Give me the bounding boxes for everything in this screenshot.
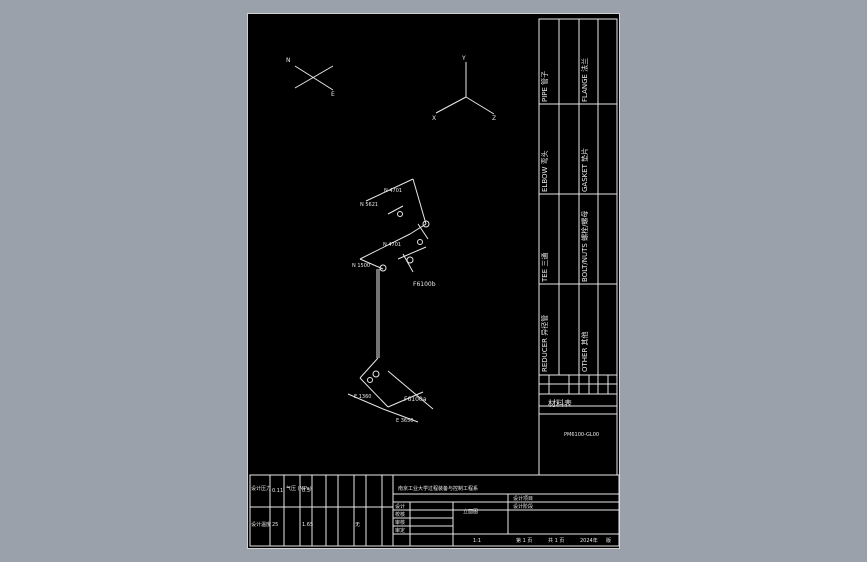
material-col: OTHER 其他 <box>580 331 589 372</box>
axis-label-n: N <box>286 57 291 64</box>
axis-x <box>435 96 467 114</box>
org-name: 南京工业大学过程装备与控制工程系 <box>398 485 478 492</box>
dim-label: E 1360 <box>354 394 371 400</box>
tb-version: 版 <box>606 537 611 544</box>
material-col: ELBOW 弯头 <box>540 150 549 192</box>
material-col: REDUCER 异径管 <box>540 315 549 372</box>
material-table-title: 材料表 <box>548 398 572 408</box>
drawing-sheet: N E Y X Z F6100b F6100a N 5621 N 4701 N … <box>247 13 620 549</box>
drawing-name: 立面图 <box>463 508 478 515</box>
pipe-tag: F6100b <box>413 281 436 288</box>
material-col: BOLT/NUTS 螺栓/螺母 <box>580 211 589 282</box>
tb-total: 共 1 页 <box>548 537 564 544</box>
pipe-tag: F6100a <box>404 396 427 403</box>
tb-year: 2024年 <box>580 537 598 544</box>
tb-value: 无 <box>355 522 360 528</box>
tb-value: 1.65 <box>302 522 313 528</box>
tb-value: 25 <box>272 522 278 528</box>
axis-line <box>294 65 334 89</box>
tb-sheet: 第 1 页 <box>516 537 532 544</box>
tb-row: 校核 <box>395 511 405 518</box>
tb-value: 0.3 <box>302 488 310 494</box>
axis-label-e: E <box>331 91 335 98</box>
drawing-number: PM6100-GL00 <box>564 432 599 438</box>
dim-label: E 3650 <box>396 418 413 424</box>
tb-label: 设计压力 <box>251 485 271 492</box>
axis-label-z: Z <box>492 115 496 122</box>
tb-label: 设计温度 <box>251 521 271 528</box>
material-col: PIPE 管子 <box>540 71 549 102</box>
axis-label-x: X <box>432 115 436 122</box>
dim-label: N 5621 <box>360 202 378 208</box>
tb-label: 设计阶段 <box>513 503 533 510</box>
cad-drawing: N E Y X Z F6100b F6100a N 5621 N 4701 N … <box>249 18 620 547</box>
axis-z <box>465 96 495 115</box>
axis-label-y: Y <box>461 55 466 62</box>
tb-value: 0.11 <box>272 488 283 494</box>
tb-row: 审定 <box>395 527 405 534</box>
material-col: FLANGE 法兰 <box>580 58 589 102</box>
dim-label: N 1500 <box>352 263 370 269</box>
dim-label: N 4701 <box>384 188 402 194</box>
dim-label: N 4701 <box>383 242 401 248</box>
pipe-isometric <box>347 178 434 423</box>
tb-label: 设计项目 <box>513 495 533 502</box>
tb-row: 设计 <box>395 503 405 510</box>
tb-label: 气压 (MPa) <box>286 485 312 492</box>
axis-line <box>294 65 334 91</box>
tb-row: 审核 <box>395 519 405 526</box>
material-col: TEE 三通 <box>540 253 549 283</box>
tb-scale: 1:1 <box>473 538 481 544</box>
material-col: GASKET 垫片 <box>580 148 589 192</box>
